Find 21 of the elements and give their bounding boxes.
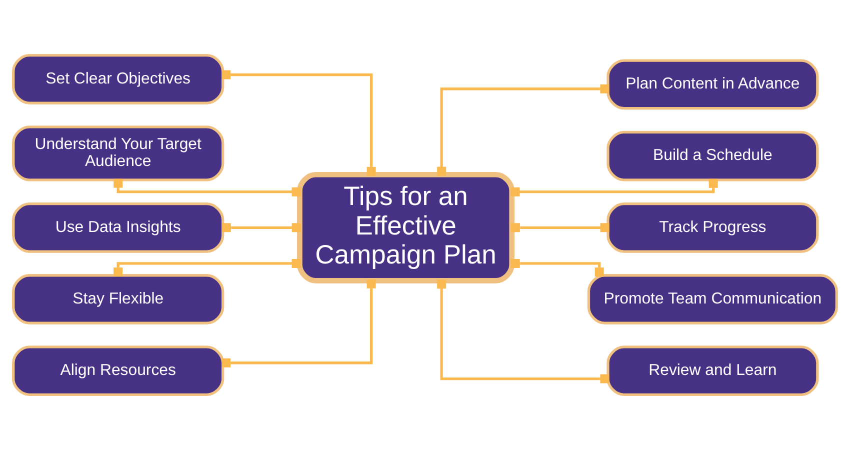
connector xyxy=(437,280,610,384)
node-box: Use Data Insights xyxy=(12,202,224,253)
node-box: Tips for an Effective Campaign Plan xyxy=(297,172,514,284)
connector xyxy=(222,279,376,368)
node-box: Understand Your Target Audience xyxy=(12,126,224,182)
node-box: Build a Schedule xyxy=(606,130,819,182)
node-box: Review and Learn xyxy=(606,346,819,396)
node-box: Set Clear Objectives xyxy=(12,54,224,104)
connector xyxy=(222,70,376,176)
connector xyxy=(510,223,610,232)
node-box: Plan Content in Advance xyxy=(606,59,819,110)
connector xyxy=(510,258,604,276)
node-box: Align Resources xyxy=(12,346,224,396)
connector xyxy=(114,258,301,276)
node-box: Promote Team Communication xyxy=(587,274,838,324)
connector xyxy=(510,178,718,196)
connector xyxy=(437,84,610,176)
connector xyxy=(114,178,301,196)
node-box: Stay Flexible xyxy=(12,274,224,324)
connector xyxy=(222,223,301,232)
node-box: Track Progress xyxy=(606,202,819,253)
